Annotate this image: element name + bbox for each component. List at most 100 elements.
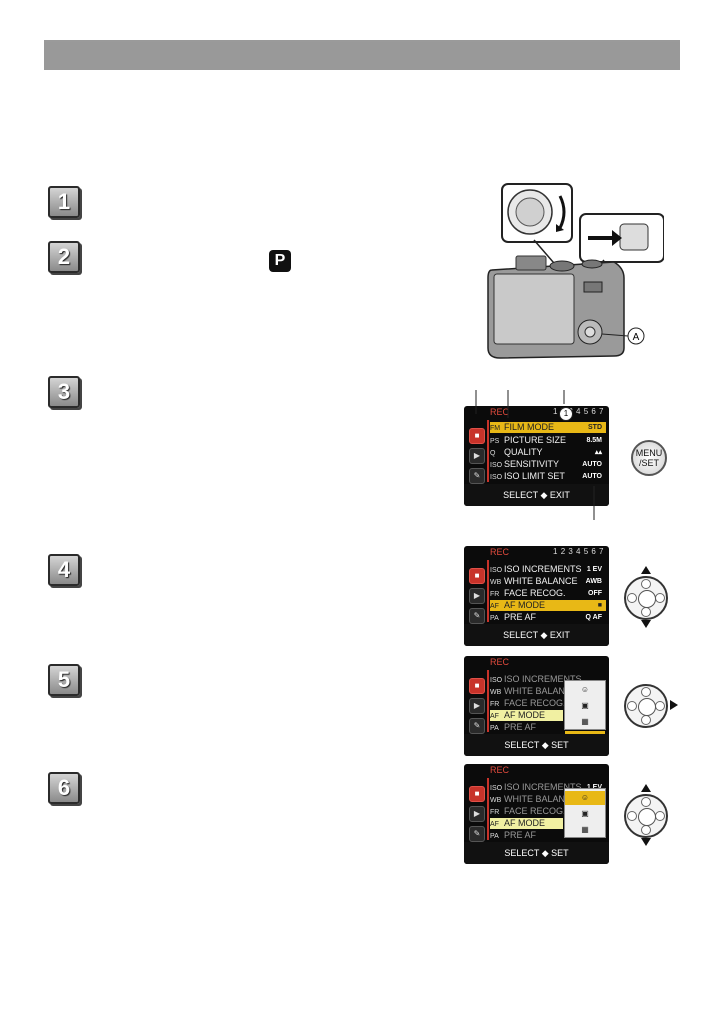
camera-icon: ■: [469, 786, 485, 802]
lcd-tab-divider: [487, 420, 489, 482]
arrow-down-icon: [641, 838, 651, 846]
white-balance-icon: WB: [490, 689, 502, 696]
film-mode-icon: FM: [490, 425, 501, 432]
dpad-up-segment[interactable]: [641, 797, 651, 807]
cursor-button-dpad[interactable]: [624, 684, 668, 728]
wrench-icon: ✎: [469, 468, 485, 484]
dpad-down-segment[interactable]: [641, 715, 651, 725]
lcd-guide-bar: SELECT ◆ EXIT: [464, 624, 609, 646]
video-icon: ▶: [469, 588, 485, 604]
menu-row-label: PRE AF: [504, 612, 537, 622]
wrench-icon: ✎: [469, 718, 485, 734]
lcd1-callout-circle: 1: [559, 407, 573, 421]
dpad-down-segment[interactable]: [641, 825, 651, 835]
camera-illustration: A: [487, 183, 664, 359]
quality-icon: Q: [490, 450, 496, 457]
lcd-title: REC: [490, 547, 510, 557]
lcd-menu-tabs: ■ ▶ ✎: [464, 560, 486, 624]
lcd1-callout-lines: [475, 390, 595, 520]
dpad-left-segment[interactable]: [627, 593, 637, 603]
pre-af-icon: PA: [490, 833, 499, 840]
af-option-multi[interactable]: ▦: [581, 825, 589, 834]
af-mode-icon: AF: [490, 713, 499, 720]
af-option-tracking[interactable]: ▣: [581, 701, 589, 710]
menu-row-label: AF MODE: [504, 600, 546, 610]
callout-a-label: A: [633, 332, 640, 343]
dpad-center[interactable]: [638, 590, 656, 608]
menu-row-label: FACE RECOG.: [504, 588, 566, 598]
video-icon: ▶: [469, 806, 485, 822]
menu-row-value: AWB: [585, 578, 602, 585]
lcd-title: REC: [490, 407, 510, 417]
dpad-down-segment[interactable]: [641, 607, 651, 617]
dpad-left-segment[interactable]: [627, 701, 637, 711]
iso-limit-icon: ISO: [490, 474, 503, 481]
dpad-left-segment[interactable]: [627, 811, 637, 821]
menu-row-value: Q AF: [585, 614, 602, 621]
lcd-title: REC: [490, 657, 510, 667]
menu-button-label: MENU: [635, 448, 663, 458]
menu-row-label: SENSITIVITY: [504, 459, 560, 469]
dpad-right-segment[interactable]: [655, 811, 665, 821]
cursor-button-dpad[interactable]: [624, 794, 668, 838]
af-option-face[interactable]: ☺: [565, 791, 605, 805]
af-option-face[interactable]: ☺: [580, 685, 590, 694]
af-option-multi[interactable]: ▦: [581, 717, 589, 726]
dpad-right-segment[interactable]: [655, 701, 665, 711]
menu-row-label: ISO INCREMENTS: [504, 674, 582, 684]
menu-row-pre-af[interactable]: PA PRE AF: [490, 830, 606, 841]
camera-icon: ■: [469, 568, 485, 584]
menu-row-value: 1 EV: [587, 782, 602, 793]
dpad-center[interactable]: [638, 698, 656, 716]
step-3-badge: 3: [48, 376, 80, 408]
af-mode-option-list: ☺ ▣ ▦ ■: [564, 680, 606, 745]
cursor-button-dpad[interactable]: [624, 576, 668, 620]
dpad-right-segment[interactable]: [655, 593, 665, 603]
menu-row-label: PRE AF: [504, 830, 537, 840]
dpad-up-segment[interactable]: [641, 687, 651, 697]
dpad-up-segment[interactable]: [641, 579, 651, 589]
lcd-menu-tabs: ■ ▶ ✎: [464, 778, 486, 842]
menu-set-button[interactable]: MENU /SET: [631, 440, 667, 476]
lcd-tab-divider: [487, 670, 489, 732]
lcd-guide-bar: SELECT ◆ SET: [464, 734, 609, 756]
menu-row-value: OFF: [588, 590, 602, 597]
menu-row-label: WHITE BALANC: [504, 794, 572, 804]
dpad-center[interactable]: [638, 808, 656, 826]
arrow-up-icon: [641, 784, 651, 792]
camera-icon: ■: [469, 678, 485, 694]
arrow-right-icon: [670, 700, 678, 710]
face-icon: FR: [490, 809, 500, 816]
white-balance-icon: WB: [490, 797, 502, 804]
wrench-icon: ✎: [469, 608, 485, 624]
menu-row-value: 8.5M: [586, 437, 602, 444]
step-2-badge: 2: [48, 241, 80, 273]
iso-icon: ISO: [490, 567, 503, 574]
menu-row-label: PICTURE SIZE: [504, 435, 567, 445]
af-option-tracking[interactable]: ▣: [581, 809, 589, 818]
video-icon: ▶: [469, 448, 485, 464]
